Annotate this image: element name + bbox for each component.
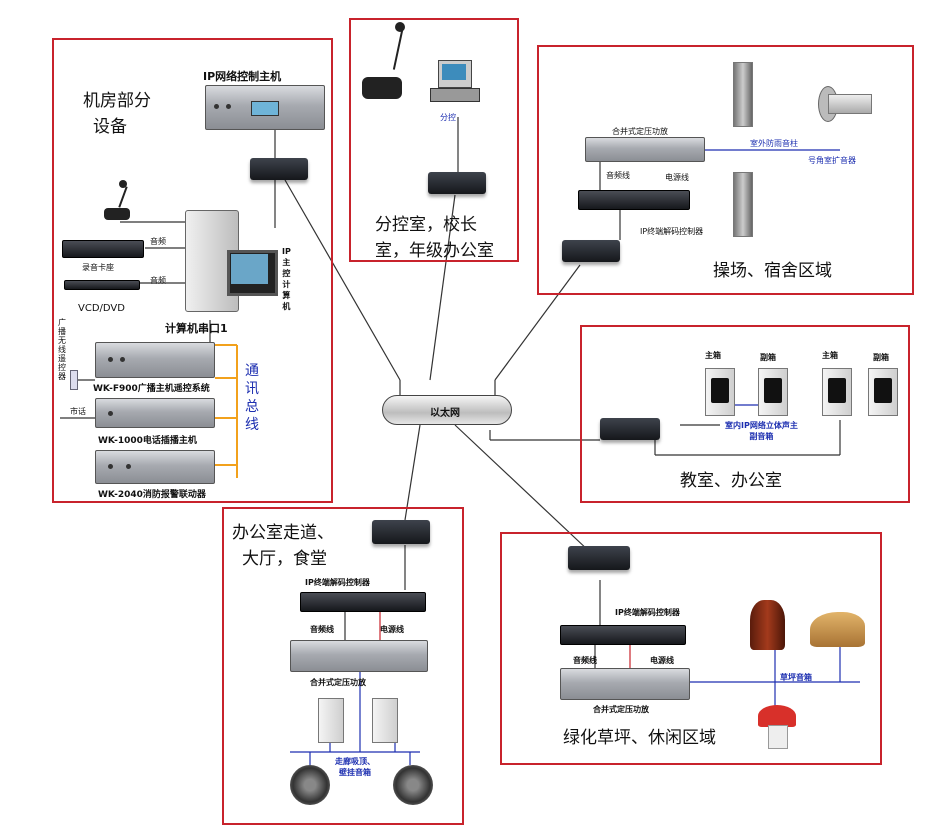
playground-amp-label: 合并式定压功放 xyxy=(612,127,668,136)
playground-zone xyxy=(537,45,914,295)
ip-host-label: IP网络控制主机 xyxy=(203,70,282,83)
lawn-zone xyxy=(500,532,882,765)
tree-stump-speaker xyxy=(750,600,785,650)
ceiling-speaker-label: 走廊吸顶、壁挂音箱 xyxy=(335,757,375,777)
recorder-label: 录音卡座 xyxy=(82,263,114,272)
control-terminal xyxy=(430,60,480,102)
wk-2040-label: WK-2040消防报警联动器 xyxy=(98,490,206,500)
outdoor-column-speaker-top xyxy=(733,62,753,127)
classroom-switch xyxy=(600,418,660,440)
audio-label-1: 音频 xyxy=(150,237,166,246)
machine-room-title: 机房部分 设备 xyxy=(83,91,151,137)
playground-title: 操场、宿舍区域 xyxy=(713,261,832,281)
mushroom-speaker xyxy=(758,705,796,749)
corridor-decoder xyxy=(300,592,426,612)
classroom-title: 教室、办公室 xyxy=(680,471,782,491)
ceiling-speaker-2 xyxy=(393,765,433,805)
speaker-main-2 xyxy=(822,368,852,416)
sub-box-label-1: 副箱 xyxy=(760,353,776,362)
playground-decoder xyxy=(578,190,690,210)
playground-audio-line: 音频线 xyxy=(606,171,630,180)
vcd-player xyxy=(64,280,140,290)
wk-2040-device xyxy=(95,450,215,484)
playground-switch xyxy=(562,240,620,262)
wk-f900-device xyxy=(95,342,215,378)
corridor-audio-line: 音频线 xyxy=(310,625,334,634)
horn-label: 号角室扩音器 xyxy=(808,156,856,165)
branch-control-zone xyxy=(349,18,519,262)
horn-speaker-icon xyxy=(818,82,873,127)
machine-room-zone xyxy=(52,38,333,503)
wireless-remote-label: 广播无线遥控器 xyxy=(58,318,66,381)
serial-port-label: 计算机串口1 xyxy=(165,322,228,335)
speaker-main-1 xyxy=(705,368,735,416)
corridor-switch xyxy=(372,520,430,544)
speaker-sub-1 xyxy=(758,368,788,416)
wk-1000-device xyxy=(95,398,215,428)
lawn-audio-line: 音频线 xyxy=(573,656,597,665)
wk-f900-label: WK-F900广播主机遥控系统 xyxy=(93,384,210,394)
playground-power-line: 电源线 xyxy=(665,173,689,182)
ip-network-control-host xyxy=(205,85,325,130)
lawn-decoder xyxy=(560,625,686,645)
classroom-zone xyxy=(580,325,910,503)
rock-speaker xyxy=(810,612,865,647)
sub-box-label-2: 副箱 xyxy=(873,353,889,362)
corridor-title: 办公室走道、 大厅，食堂 xyxy=(232,523,334,569)
corridor-zone xyxy=(222,507,464,825)
corridor-amp-label: 合并式定压功放 xyxy=(310,678,366,687)
paging-microphone-icon xyxy=(362,22,412,102)
stereo-label: 室内IP网络立体声主副音箱 xyxy=(725,421,798,441)
phone-label: 市话 xyxy=(70,407,86,416)
speaker-sub-2 xyxy=(868,368,898,416)
microphone-icon xyxy=(102,180,132,225)
lawn-speaker-label: 草坪音箱 xyxy=(780,673,812,682)
lawn-amplifier xyxy=(560,668,690,700)
outdoor-column-label: 室外防雨音柱 xyxy=(750,139,798,148)
playground-amplifier xyxy=(585,137,705,162)
branch-control-label: 分控 xyxy=(440,113,456,122)
wall-speaker-2 xyxy=(372,698,398,743)
main-box-label-2: 主箱 xyxy=(822,351,838,360)
cassette-deck xyxy=(62,240,144,258)
branch-switch xyxy=(428,172,486,194)
wk-1000-label: WK-1000电话插播主机 xyxy=(98,436,197,446)
ethernet-backbone xyxy=(382,395,512,425)
playground-decoder-label: IP终端解码控制器 xyxy=(640,227,704,236)
wall-speaker-1 xyxy=(318,698,344,743)
vcd-label: VCD/DVD xyxy=(78,303,125,314)
lawn-decoder-label: IP终端解码控制器 xyxy=(615,608,680,617)
main-box-label-1: 主箱 xyxy=(705,351,721,360)
corridor-power-line: 电源线 xyxy=(380,625,404,634)
network-switch xyxy=(250,158,308,180)
corridor-amplifier xyxy=(290,640,428,672)
lawn-amp-label: 合并式定压功放 xyxy=(593,705,649,714)
ethernet-label: 以太网 xyxy=(430,408,460,419)
audio-label-2: 音频 xyxy=(150,276,166,285)
lawn-title: 绿化草坪、休闲区域 xyxy=(563,728,716,748)
comm-bus-label: 通讯总线 xyxy=(245,363,259,433)
corridor-decoder-label: IP终端解码控制器 xyxy=(305,578,370,587)
branch-control-title: 分控室，校长 室，年级办公室 xyxy=(375,215,494,261)
main-control-computer xyxy=(185,210,278,315)
ceiling-speaker-1 xyxy=(290,765,330,805)
remote-control-icon xyxy=(70,370,78,390)
lawn-switch xyxy=(568,546,630,570)
lawn-power-line: 电源线 xyxy=(650,656,674,665)
outdoor-column-speaker-bottom xyxy=(733,172,753,237)
